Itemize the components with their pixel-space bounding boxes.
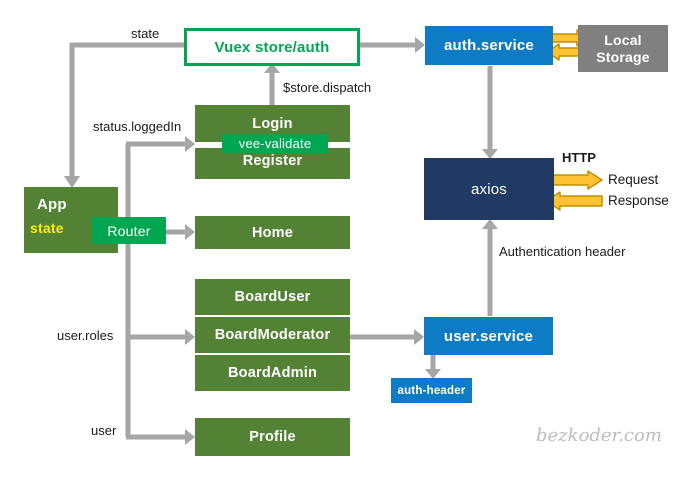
arrowhead-into-axios-top: [482, 149, 498, 159]
arrowhead-into-userservice: [414, 329, 424, 345]
edge-label-response: Response: [608, 193, 669, 208]
arrowhead-into-vuex: [264, 63, 280, 73]
board-moderator-label: BoardModerator: [214, 327, 331, 343]
local-storage-line1: Local: [604, 31, 642, 48]
arrowhead-into-boardmoderator: [185, 329, 195, 345]
arrowhead-into-login: [185, 136, 195, 152]
node-auth-header: auth-header: [391, 378, 472, 403]
node-vee-validate: vee-validate: [222, 134, 328, 153]
node-home: Home: [195, 216, 350, 249]
edge-label-store-dispatch: $store.dispatch: [283, 80, 372, 95]
home-label: Home: [251, 224, 294, 241]
axios-label: axios: [470, 180, 508, 198]
node-board-moderator: BoardModerator: [195, 317, 350, 353]
local-storage-line2: Storage: [596, 48, 650, 65]
auth-header-label: auth-header: [397, 384, 466, 397]
edge-label-request: Request: [608, 172, 659, 187]
node-axios: axios: [424, 158, 554, 220]
arrowhead-into-authheader: [425, 369, 441, 379]
arrowhead-into-axios-bottom: [482, 219, 498, 229]
node-router: Router: [92, 217, 166, 244]
arrowhead-into-profile: [185, 429, 195, 445]
edge-state-vuex-to-app: [69, 42, 184, 177]
watermark: bezkoder.com: [536, 425, 662, 446]
login-label: Login: [252, 115, 293, 132]
vee-validate-label: vee-validate: [238, 136, 312, 151]
edge-label-authentication-header: Authentication header: [499, 244, 626, 259]
edge-label-user: user: [91, 423, 117, 438]
login-row: Login: [195, 105, 350, 142]
board-user-label: BoardUser: [234, 289, 311, 305]
node-vuex-store: Vuex store/auth: [184, 28, 360, 66]
vuex-store-label: Vuex store/auth: [214, 38, 330, 56]
node-board-user: BoardUser: [195, 279, 350, 315]
arrowhead-into-authservice: [415, 37, 425, 53]
register-label: Register: [242, 152, 303, 169]
router-label: Router: [107, 222, 151, 239]
app-state-label: state: [30, 220, 64, 236]
arrowhead-into-app: [64, 176, 80, 188]
arrowhead-into-home: [185, 224, 195, 240]
node-local-storage: Local Storage: [578, 25, 668, 72]
node-profile: Profile: [195, 418, 350, 456]
app-label: App: [37, 196, 67, 213]
edge-label-state: state: [131, 26, 160, 41]
block-arrow-http-request: [545, 170, 603, 190]
edge-label-http: HTTP: [562, 150, 596, 165]
board-admin-label: BoardAdmin: [228, 365, 317, 381]
node-user-service: user.service: [424, 317, 553, 355]
edge-label-status-loggedin: status.loggedIn: [93, 119, 182, 134]
edge-label-user-roles: user.roles: [57, 328, 114, 343]
auth-service-label: auth.service: [444, 37, 534, 54]
node-auth-service: auth.service: [425, 26, 553, 65]
register-row: Register: [195, 142, 350, 179]
node-board-admin: BoardAdmin: [195, 355, 350, 391]
block-arrow-http-response: [545, 191, 603, 211]
profile-label: Profile: [249, 429, 296, 445]
user-service-label: user.service: [443, 327, 534, 345]
